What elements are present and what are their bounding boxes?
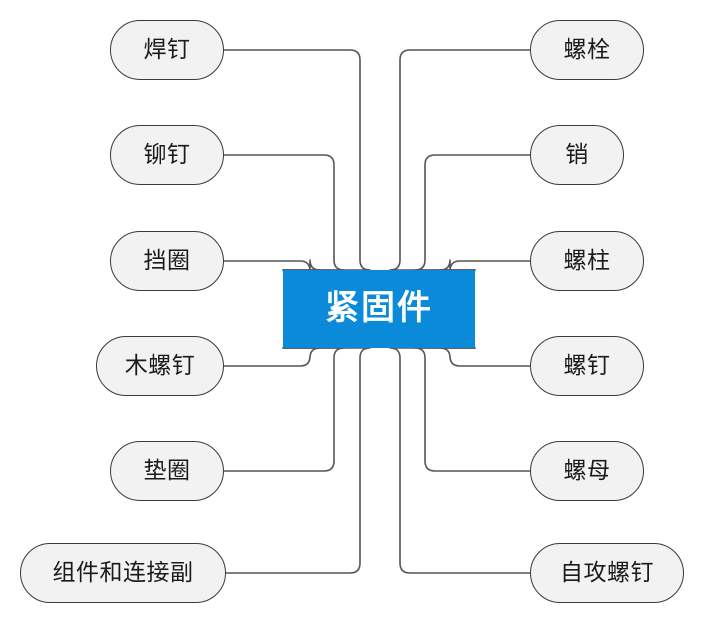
- connector-right-2: [439, 259, 531, 272]
- branch-node-label: 铆钉: [143, 140, 191, 167]
- branch-node-left-0[interactable]: 焊钉: [110, 20, 224, 80]
- center-node-label: 紧固件: [325, 289, 433, 327]
- branch-node-label: 自攻螺钉: [560, 558, 654, 585]
- center-node-fastener[interactable]: 紧固件: [283, 270, 475, 348]
- branch-node-label: 垫圈: [143, 456, 191, 483]
- connector-right-0: [389, 49, 531, 271]
- branch-node-label: 螺钉: [563, 351, 611, 378]
- branch-node-label: 螺母: [563, 456, 611, 483]
- branch-node-right-2[interactable]: 螺柱: [530, 231, 644, 291]
- branch-node-label: 销: [565, 140, 589, 167]
- branch-node-right-3[interactable]: 螺钉: [530, 336, 644, 396]
- branch-node-right-1[interactable]: 销: [530, 125, 624, 185]
- branch-node-label: 焊钉: [143, 35, 191, 62]
- branch-node-right-5[interactable]: 自攻螺钉: [530, 543, 684, 603]
- branch-node-left-3[interactable]: 木螺钉: [96, 336, 224, 396]
- branch-node-label: 螺柱: [563, 246, 611, 273]
- branch-node-label: 螺栓: [563, 35, 611, 62]
- connector-right-3: [439, 347, 531, 367]
- branch-node-right-4[interactable]: 螺母: [530, 441, 644, 501]
- branch-node-label: 组件和连接副: [52, 558, 194, 585]
- connector-left-0: [223, 49, 371, 271]
- branch-node-left-1[interactable]: 铆钉: [110, 125, 224, 185]
- branch-node-label: 木螺钉: [124, 351, 196, 378]
- branch-node-label: 挡圈: [143, 246, 191, 273]
- connector-left-3: [223, 347, 321, 367]
- branch-node-left-5[interactable]: 组件和连接副: [20, 543, 226, 603]
- connector-right-1: [414, 154, 531, 271]
- branch-node-left-2[interactable]: 挡圈: [110, 231, 224, 291]
- connector-left-5: [225, 347, 371, 574]
- connector-left-1: [223, 154, 345, 271]
- branch-node-left-4[interactable]: 垫圈: [110, 441, 224, 501]
- branch-node-right-0[interactable]: 螺栓: [530, 20, 644, 80]
- connector-left-2: [223, 259, 321, 272]
- connector-right-5: [389, 347, 531, 574]
